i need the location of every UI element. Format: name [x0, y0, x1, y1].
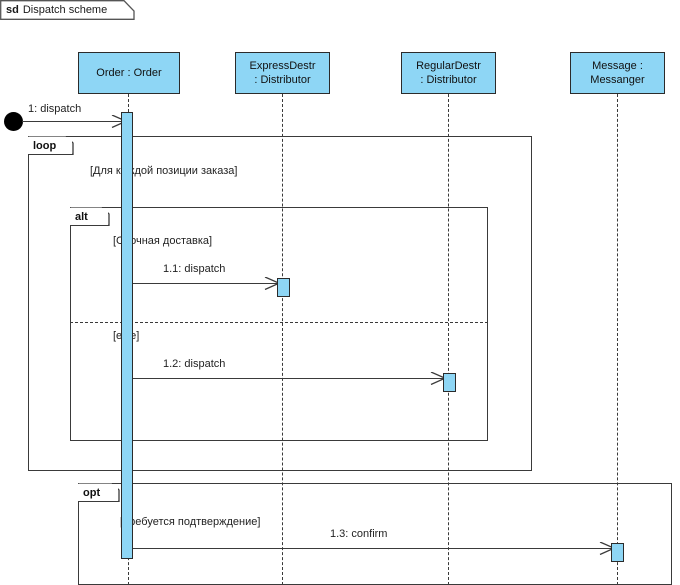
activation-bar-expressdestr[interactable]: [277, 278, 290, 297]
fragment-alt-divider: [70, 322, 488, 323]
fragment-alt-guard-1: [Срочная доставка]: [113, 235, 213, 247]
lifeline-name-regulardestr-line1: RegularDestr: [416, 60, 481, 72]
fragment-opt-guard: [Требуется подтверждение]: [120, 516, 261, 528]
message-label-1-2: 1.2: dispatch: [163, 358, 226, 370]
fragment-loop-guard: [Для каждой позиции заказа]: [90, 165, 238, 177]
fragment-loop-operator: loop: [28, 137, 72, 154]
frame-keyword: sd: [6, 3, 19, 16]
arrow-head-message-1-1: [264, 277, 280, 290]
lifeline-name-expressdestr-line2: : Distributor: [254, 74, 311, 86]
frame-title-text: Dispatch scheme: [22, 3, 108, 16]
lifeline-head-regulardestr[interactable]: RegularDestr : Distributor: [401, 52, 496, 94]
lifeline-name-expressdestr-line1: ExpressDestr: [249, 60, 316, 72]
fragment-alt-operator: alt: [70, 208, 108, 225]
lifeline-name-message-line2: Messanger: [590, 74, 645, 86]
fragment-loop[interactable]: [28, 136, 532, 471]
activation-bar-regulardestr[interactable]: [443, 373, 456, 392]
activation-bar-order[interactable]: [121, 112, 133, 559]
lifeline-name-message-line1: Message :: [592, 60, 643, 72]
lifeline-line-regulardestr: [448, 94, 449, 585]
lifeline-line-expressdestr: [282, 94, 283, 585]
frame-title: sd Dispatch scheme: [0, 0, 111, 19]
fragment-alt[interactable]: [70, 207, 488, 441]
message-label-1-1: 1.1: dispatch: [163, 263, 226, 275]
fragment-opt-operator: opt: [78, 484, 118, 501]
message-line-1: [22, 121, 125, 122]
lifeline-name-order-line1: Order : Order: [96, 67, 162, 79]
lifeline-head-message[interactable]: Message : Messanger: [570, 52, 665, 94]
lifeline-head-order[interactable]: Order : Order: [78, 52, 180, 94]
message-label-1-3: 1.3: confirm: [330, 528, 388, 540]
lifeline-line-message: [617, 94, 618, 585]
message-label-1: 1: dispatch: [28, 103, 82, 115]
message-line-1-2: [133, 378, 445, 379]
frame-tab-outline: [0, 0, 140, 27]
found-node-start: [4, 112, 23, 131]
message-line-1-3: [133, 548, 614, 549]
message-line-1-1: [133, 283, 279, 284]
lifeline-name-regulardestr-line2: : Distributor: [420, 74, 477, 86]
arrow-head-message-1-2: [430, 372, 446, 385]
activation-bar-message[interactable]: [611, 543, 624, 562]
lifeline-head-expressdestr[interactable]: ExpressDestr : Distributor: [235, 52, 330, 94]
